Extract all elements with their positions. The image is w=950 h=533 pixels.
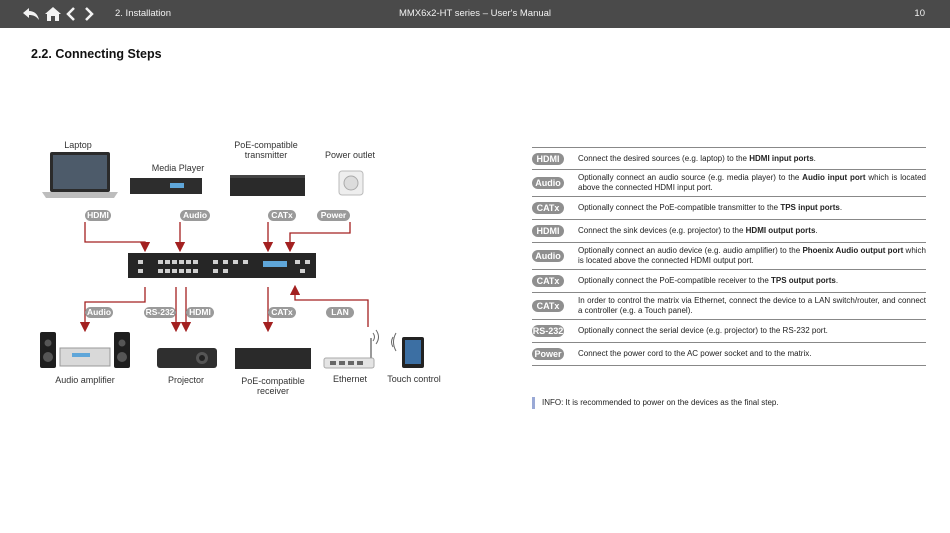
step-text-post: . (815, 226, 818, 235)
audio-amplifier-label: Audio amplifier (55, 375, 115, 385)
audio-input-tag: Audio (180, 210, 210, 221)
step-text-bold: Audio input port (802, 173, 866, 182)
step-text-pre: Optionally connect an audio device (e.g.… (578, 246, 803, 255)
media-player-icon (130, 178, 202, 194)
connector-badge: Power (532, 348, 564, 360)
poe-receiver-icon (235, 348, 311, 369)
page-title: 2.2. Connecting Steps (31, 47, 162, 61)
step-text-pre: In order to control the matrix via Ether… (578, 296, 926, 315)
poe-receiver-label-line1: PoE-compatible (241, 376, 305, 386)
poe-transmitter-label-line2: transmitter (244, 150, 288, 160)
info-note: INFO: It is recommended to power on the … (532, 397, 779, 409)
step-text: In order to control the matrix via Ether… (578, 296, 926, 316)
step-text-post: which is located above the connected HDM… (578, 173, 926, 192)
connector-badge: CATx (532, 275, 564, 287)
poe-transmitter-icon (230, 175, 305, 196)
poe-receiver-label-line2: receiver (256, 386, 289, 396)
matrix-switcher-icon (128, 253, 316, 278)
laptop-icon (42, 152, 118, 198)
home-icon[interactable] (44, 4, 62, 24)
power-outlet-label: Power outlet (324, 150, 376, 160)
step-row: Audio Optionally connect an audio source … (532, 170, 926, 197)
step-text-pre: Connect the sink devices (e.g. projector… (578, 226, 746, 235)
step-row: HDMI Connect the sink devices (e.g. proje… (532, 220, 926, 243)
step-row: CATx Optionally connect the PoE-compatibl… (532, 197, 926, 220)
step-text: Connect the desired sources (e.g. laptop… (578, 154, 926, 164)
audio-output-tag: Audio (85, 307, 113, 318)
step-row: Audio Optionally connect an audio device … (532, 243, 926, 270)
step-text: Optionally connect the serial device (e.… (578, 326, 926, 336)
catx-output-tag: CATx (268, 307, 296, 318)
top-navigation-bar: 2. Installation MMX6x2-HT series – User'… (0, 0, 950, 28)
step-text: Optionally connect an audio source (e.g.… (578, 173, 926, 193)
document-title: MMX6x2-HT series – User's Manual (398, 8, 552, 19)
step-text-bold: Phoenix Audio output port (802, 246, 904, 255)
step-text-bold: HDMI output ports (745, 226, 816, 235)
page-number: 10 (914, 8, 925, 19)
touch-control-label: Touch control (387, 374, 441, 384)
projector-icon (157, 348, 217, 368)
lan-tag: LAN (326, 307, 354, 318)
connector-badge: HDMI (532, 225, 564, 237)
step-text-post: . (835, 276, 839, 285)
step-text-pre: Optionally connect the PoE-compatible tr… (578, 203, 781, 212)
chevron-left-icon[interactable] (64, 4, 78, 24)
hdmi-input-tag: HDMI (85, 210, 111, 221)
step-text-pre: Connect the power cord to the AC power s… (578, 349, 812, 358)
power-outlet-icon (338, 170, 364, 196)
step-text: Optionally connect an audio device (e.g.… (578, 246, 926, 266)
connector-badge: RS-232 (532, 325, 564, 337)
catx-input-tag: CATx (268, 210, 296, 221)
step-row: HDMI Connect the desired sources (e.g. la… (532, 147, 926, 170)
laptop-label: Laptop (64, 140, 92, 150)
hdmi-output-tag: HDMI (186, 307, 214, 318)
step-text-post: . (839, 203, 843, 212)
step-text-bold: HDMI input ports (749, 153, 814, 163)
touch-panel-icon (391, 332, 424, 368)
step-text-post: which is located above the connected HDM… (578, 246, 927, 265)
diagram-graphics (40, 152, 424, 369)
step-text: Connect the power cord to the AC power s… (578, 349, 926, 359)
connector-badge: HDMI (532, 152, 564, 165)
step-text-pre: Optionally connect the serial device (e.… (578, 326, 828, 335)
connector-badge: Audio (532, 177, 564, 189)
audio-amplifier-icon (40, 332, 130, 368)
poe-transmitter-label-line1: PoE-compatible (234, 140, 298, 150)
power-tag: Power (317, 210, 350, 221)
step-text-bold: TPS output ports (771, 276, 836, 285)
connector-badge: CATx (532, 202, 564, 214)
media-player-label: Media Player (151, 163, 205, 173)
connection-diagram: Laptop Media Player PoE-compatible trans… (30, 130, 460, 400)
step-text: Optionally connect the PoE-compatible re… (578, 276, 926, 286)
step-text: Connect the sink devices (e.g. projector… (578, 226, 926, 236)
chevron-right-icon[interactable] (82, 4, 96, 24)
connector-badge: CATx (532, 300, 564, 312)
step-text-pre: Optionally connect the PoE-compatible re… (578, 276, 771, 285)
step-text: Optionally connect the PoE-compatible tr… (578, 203, 926, 213)
ethernet-switch-icon (323, 329, 379, 369)
connecting-steps-table: HDMI Connect the desired sources (e.g. la… (532, 147, 926, 366)
step-row: RS-232 Optionally connect the serial devi… (532, 320, 926, 343)
step-row: CATx Optionally connect the PoE-compatibl… (532, 270, 926, 293)
step-text-bold: TPS input ports (780, 203, 840, 212)
projector-label: Projector (167, 375, 204, 385)
back-icon[interactable] (22, 4, 40, 24)
breadcrumb-section[interactable]: 2. Installation (115, 8, 171, 19)
step-text-pre: Optionally connect an audio source (e.g.… (578, 173, 803, 182)
connector-badge: Audio (532, 250, 564, 262)
step-row: Power Connect the power cord to the AC po… (532, 343, 926, 366)
step-text-post: . (813, 153, 816, 163)
ethernet-label: Ethernet (332, 374, 368, 384)
rs232-tag: RS-232 (144, 307, 176, 318)
step-row: CATx In order to control the matrix via E… (532, 293, 926, 320)
step-text-pre: Connect the desired sources (e.g. laptop… (578, 153, 750, 163)
